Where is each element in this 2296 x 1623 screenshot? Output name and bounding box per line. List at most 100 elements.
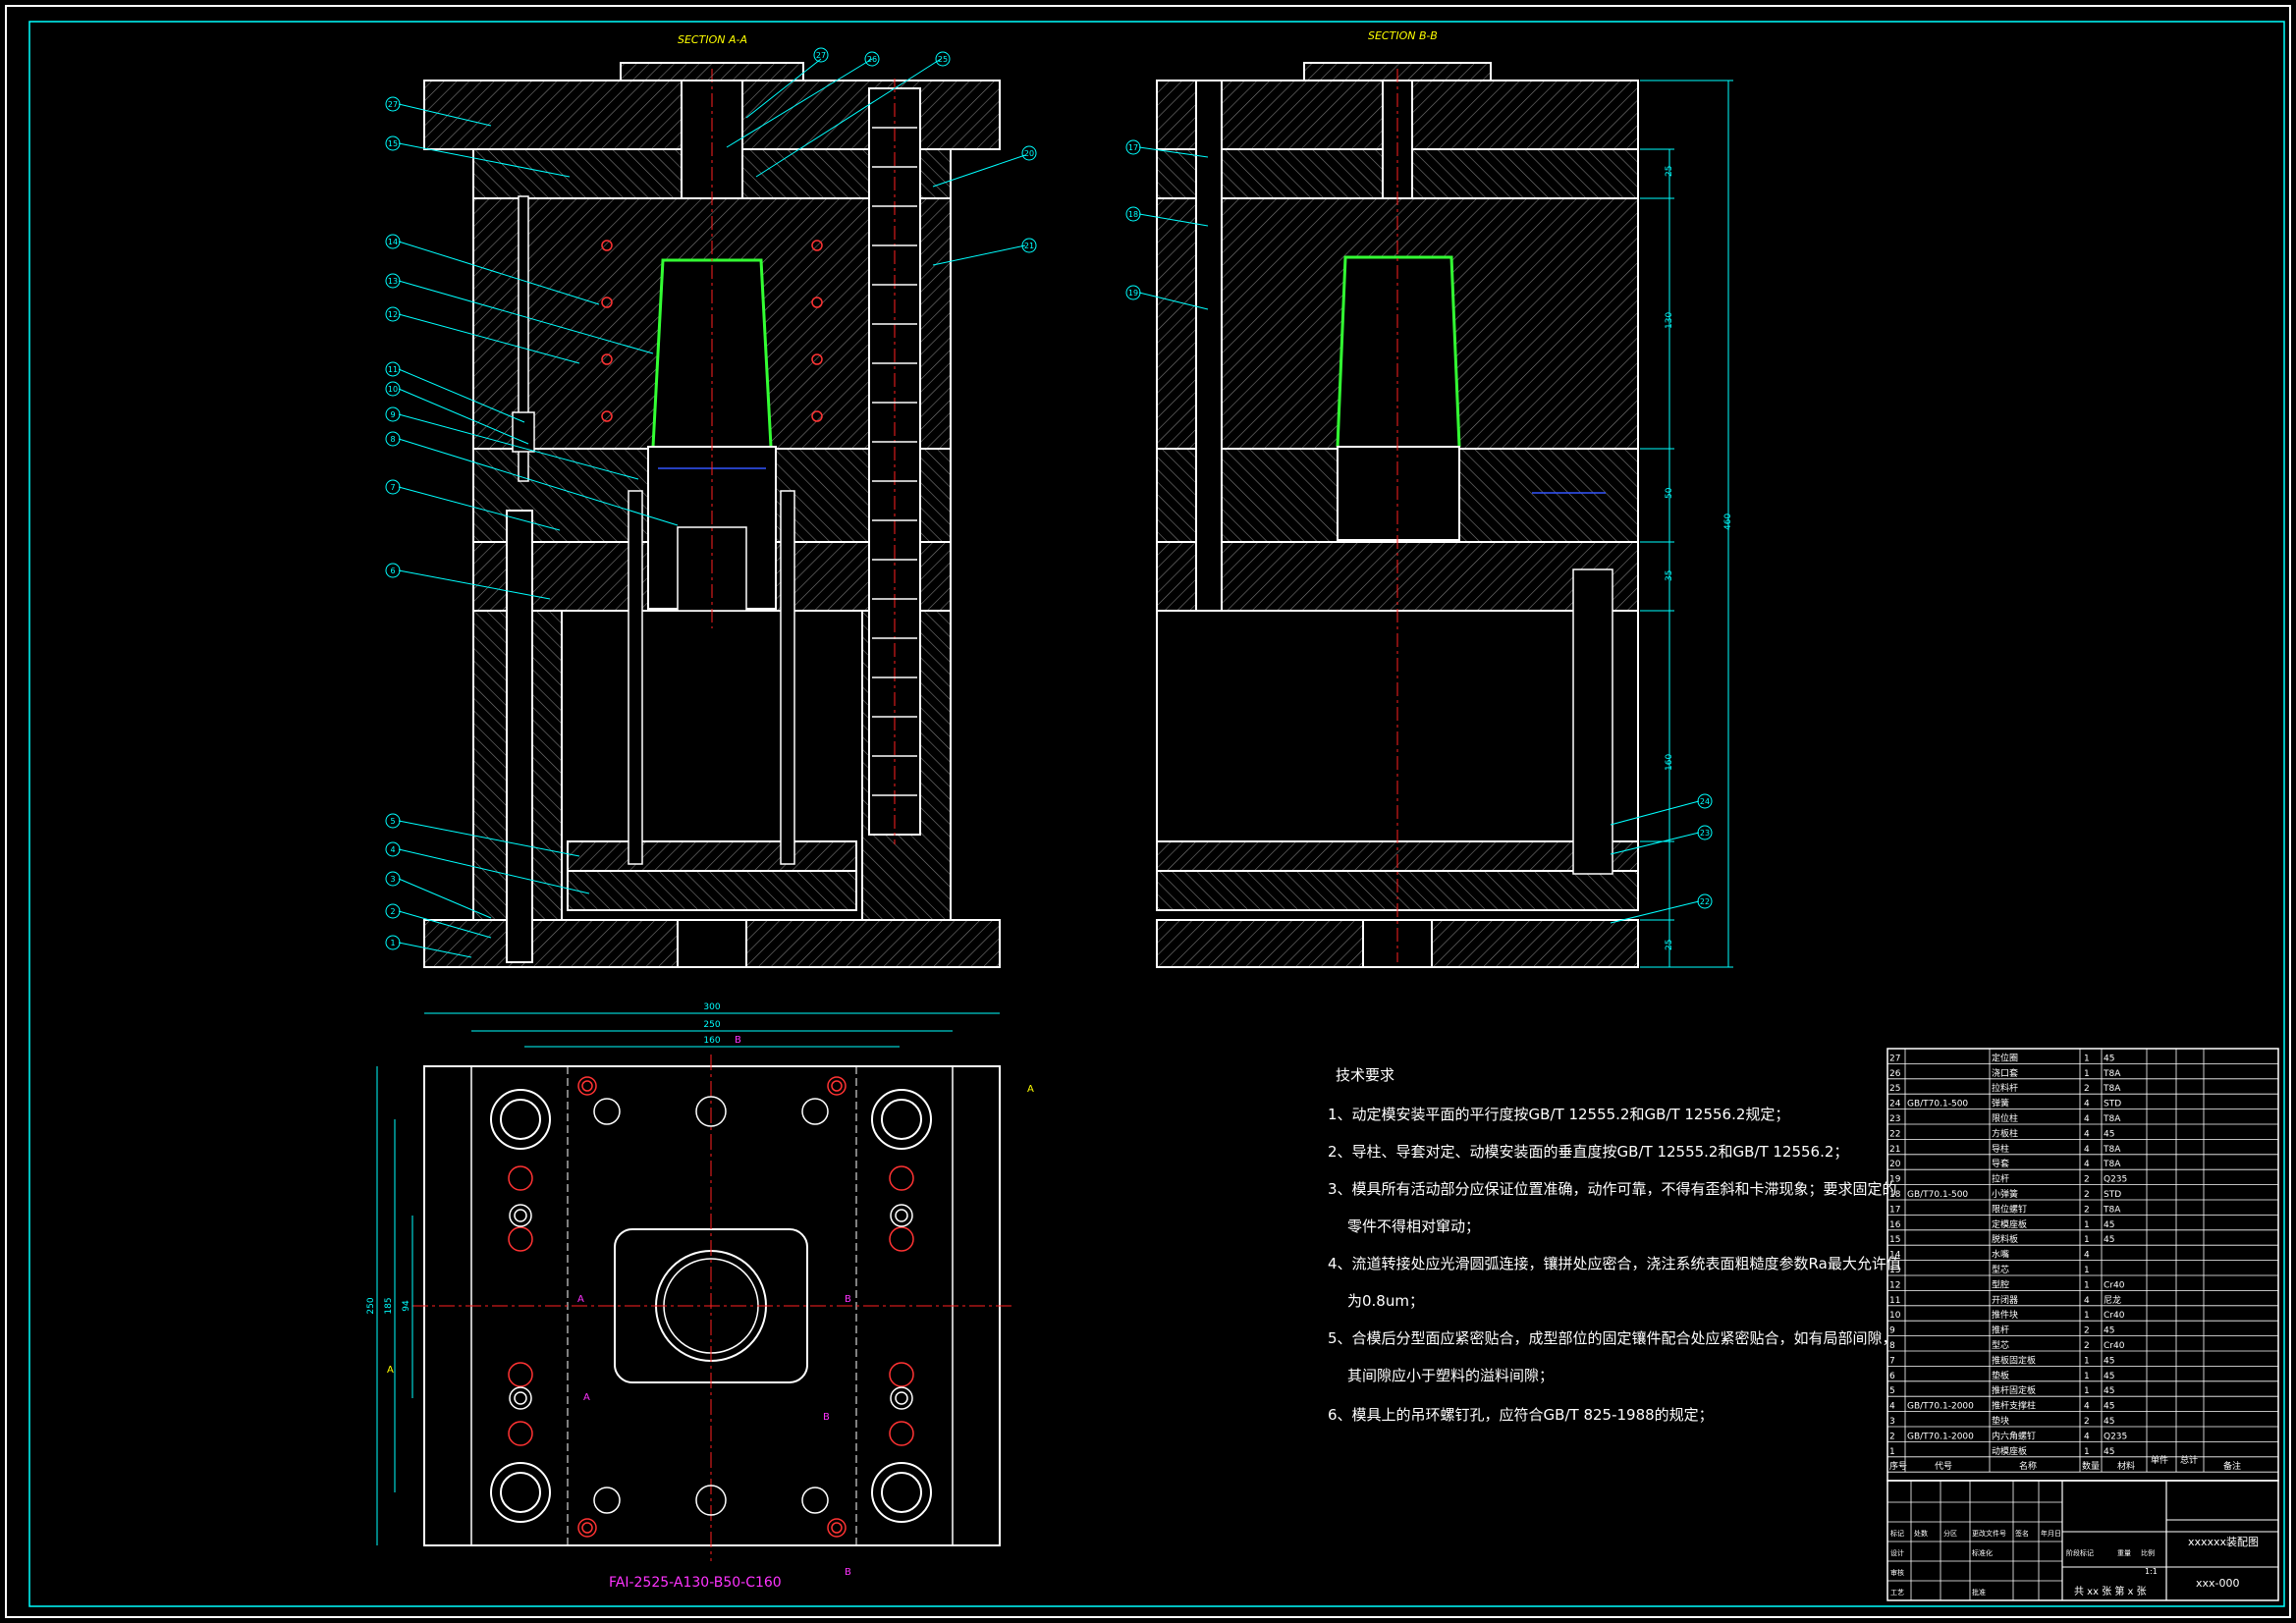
bom-cell-no: 27 (1889, 1054, 1900, 1063)
latch-a (512, 411, 535, 453)
bom-cell-mat: 45 (2104, 1386, 2114, 1396)
bom-cell-qty: 4 (2084, 1114, 2090, 1124)
bom-cell-qty: 1 (2084, 1372, 2090, 1381)
bom-cell-name: 脱料板 (1992, 1233, 2018, 1245)
tech-line-6: 为0.8um； (1347, 1292, 1424, 1310)
dim-plan-v250: 250 (366, 1297, 376, 1314)
callout-20: 20 (1024, 149, 1034, 158)
callout-1: 1 (390, 939, 395, 947)
dim-35: 35 (1665, 570, 1674, 581)
bom-cell-name: 推件块 (1992, 1309, 2018, 1321)
bom-cell-name: 垫板 (1992, 1370, 2009, 1381)
dim-lines-b (1640, 80, 1733, 968)
bom-cell-qty: 4 (2084, 1145, 2090, 1155)
bom-cell-mat: T8A (2103, 1160, 2121, 1169)
inner-frame (28, 21, 2285, 1607)
dim-460: 460 (1723, 514, 1733, 530)
bom-cell-name: 限位柱 (1992, 1112, 2018, 1124)
bom-cell-name: 推杆支撑柱 (1992, 1400, 2036, 1412)
callout-numbers-a: 27 15 14 13 12 11 10 9 8 7 6 5 4 3 2 1 2… (388, 51, 1034, 947)
bom-cell-qty: 2 (2084, 1326, 2090, 1336)
tech-line-5: 4、流道转接处应光滑圆弧连接，镶拼处应密合，浇注系统表面粗糙度参数Ra最大允许值 (1328, 1255, 1901, 1272)
bom-cell-no: 15 (1889, 1235, 1900, 1245)
plan-guide-bushings (490, 1089, 932, 1523)
bom-cell-qty: 1 (2084, 1311, 2090, 1321)
ejector-pin-left-a (628, 490, 643, 865)
bom-cell-name: 型芯 (1992, 1339, 2009, 1351)
callout-7: 7 (390, 483, 395, 492)
dim-25-bottom: 25 (1665, 940, 1674, 950)
puller-rod-b (1195, 80, 1223, 612)
bom-cell-no: 19 (1889, 1175, 1901, 1185)
bom-cell-mat: 尼龙 (2104, 1294, 2121, 1306)
plan-screw-holes (508, 1076, 914, 1538)
guide-ladder-a (872, 127, 917, 796)
section-b-title: SECTION B-B (1368, 29, 1438, 42)
callout-10: 10 (388, 385, 398, 394)
sheets-text: 共 xx 张 第 x 张 (2074, 1585, 2147, 1597)
bom-cell-qty: 4 (2084, 1100, 2090, 1109)
bom-cell-no: 3 (1889, 1417, 1895, 1427)
bom-cell-no: 16 (1889, 1220, 1901, 1230)
part-green-outline-b (1336, 255, 1461, 448)
bom-cell-no: 9 (1889, 1326, 1895, 1336)
bom-cell-name: 型腔 (1992, 1278, 2009, 1290)
mark-b-2: B (845, 1294, 851, 1305)
callout-24: 24 (1700, 797, 1710, 806)
tech-line-3: 3、模具所有活动部分应保证位置准确，动作可靠，不得有歪斜和卡滞现象；要求固定的 (1328, 1180, 1897, 1198)
dim-50: 50 (1665, 487, 1674, 499)
bom-cell-name: 内六角螺钉 (1992, 1430, 2036, 1441)
mark-b-4: B (845, 1567, 851, 1578)
bom-cell-qty: 2 (2084, 1190, 2090, 1200)
callout-23: 23 (1700, 829, 1710, 838)
bom-cell-qty: 1 (2084, 1054, 2090, 1063)
outer-frame (5, 5, 2291, 1618)
ejector-plate-a (567, 870, 857, 911)
callout-12: 12 (388, 310, 398, 319)
bom-cell-name: 推板固定板 (1992, 1354, 2036, 1366)
bom-cell-mat: STD (2104, 1100, 2121, 1109)
callout-21: 21 (1024, 242, 1034, 250)
bom-cell-mat: STD (2104, 1190, 2121, 1200)
callout-17: 17 (1128, 143, 1138, 152)
bom-cell-no: 14 (1889, 1251, 1901, 1261)
callout-13: 13 (388, 277, 398, 286)
bom-cell-qty: 1 (2084, 1266, 2090, 1275)
bom-cell-qty: 1 (2084, 1386, 2090, 1396)
mark-a-2: A (583, 1392, 590, 1403)
bom-outline (1886, 1048, 2279, 1482)
tech-line-2: 2、导柱、导套对定、动模安装面的垂直度按GB/T 12555.2和GB/T 12… (1328, 1143, 1848, 1161)
callouts-b (1125, 139, 1713, 924)
bom-cell-name: 定位圈 (1992, 1052, 2018, 1063)
bom-cell-name: 浇口套 (1992, 1067, 2018, 1079)
svg-text:更改文件号: 更改文件号 (1972, 1529, 2006, 1538)
bom-cell-no: 8 (1889, 1341, 1895, 1351)
bom-cell-mat: T8A (2103, 1114, 2121, 1124)
core-insert-b (1337, 446, 1460, 541)
bom-cell-qty: 1 (2084, 1220, 2090, 1230)
limit-pin-b (1572, 568, 1613, 875)
mark-b-3: B (823, 1412, 830, 1423)
ejector-pin-right-a (780, 490, 795, 865)
bom-cell-mat: 45 (2104, 1402, 2114, 1412)
bom-cell-qty: 1 (2084, 1235, 2090, 1245)
bom-cell-qty: 2 (2084, 1175, 2090, 1185)
tech-line-8: 其间隙应小于塑料的溢料间隙； (1347, 1367, 1554, 1384)
bom-cell-qty: 2 (2084, 1084, 2090, 1094)
section-a-title: SECTION A-A (678, 33, 747, 46)
puller-bolt-a (518, 195, 529, 482)
bom-cell-mat: Q235 (2104, 1175, 2127, 1185)
bom-cell-mat: T8A (2103, 1145, 2121, 1155)
title-block-outline (1886, 1480, 2279, 1601)
callout-15: 15 (388, 139, 398, 148)
tech-line-1: 1、动定模安装平面的平行度按GB/T 12555.2和GB/T 12556.2规… (1328, 1106, 1789, 1123)
section-b-view: SECTION B-B (677, 29, 1733, 968)
bom-cell-no: 4 (1889, 1402, 1895, 1412)
bom-cell-no: 12 (1889, 1280, 1900, 1290)
bom-cell-name: 定模座板 (1992, 1218, 2027, 1230)
bom-cell-name: 开闭器 (1992, 1294, 2018, 1306)
bom-cell-mat: Q235 (2104, 1432, 2127, 1441)
bom-cell-name: 型芯 (1992, 1264, 2009, 1275)
mark-a-3: A (1027, 1084, 1034, 1095)
bom-cell-name: 导柱 (1992, 1143, 2009, 1155)
